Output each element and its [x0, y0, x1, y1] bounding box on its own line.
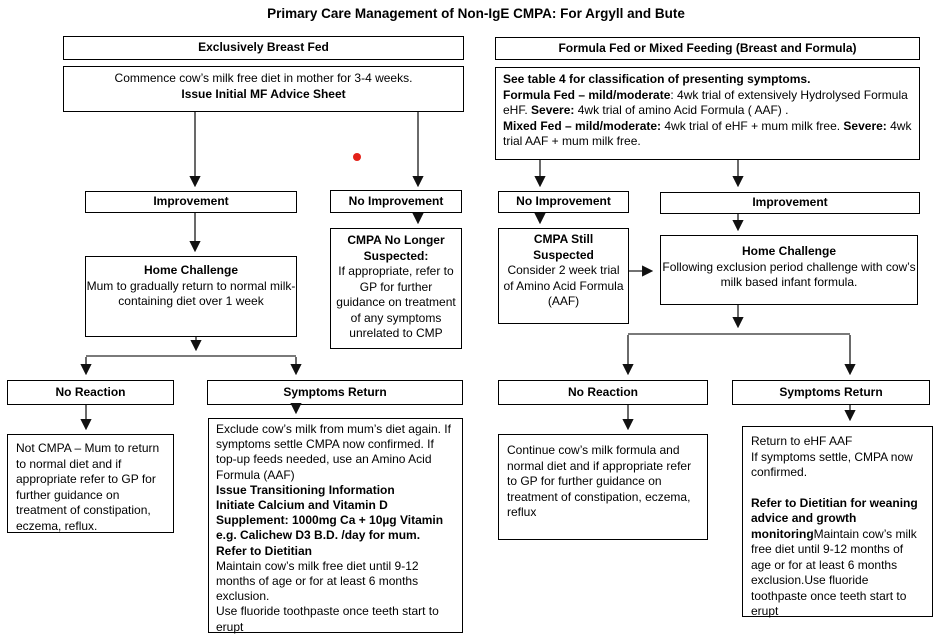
blank-line	[751, 481, 924, 496]
exclude-b2: Initiate Calcium and Vitamin D Supplemen…	[216, 498, 444, 543]
node-return-to-ehf: Return to eHF AAF If symptoms settle, CM…	[742, 426, 933, 620]
node-commence-milk-free-diet: Commence cow’s milk free diet in mother …	[63, 66, 464, 112]
node-no-improvement-right: No Improvement	[498, 191, 629, 213]
classification-line1: See table 4 for classification of presen…	[503, 72, 811, 86]
cmpa-still-title: CMPA Still Suspected	[533, 232, 594, 262]
node-exclusively-breast-fed: Exclusively Breast Fed	[63, 36, 464, 60]
home-challenge-right-title: Home Challenge	[741, 244, 837, 258]
node-exclude-cows-milk: Exclude cow’s milk from mum’s diet again…	[208, 418, 463, 634]
classification-l2-bold2: Severe:	[531, 103, 575, 117]
classification-l3-reg2: 4wk trial AAF + mum milk free.	[503, 118, 912, 149]
cmpa-still-body: Consider 2 week trial of Amino Acid Form…	[503, 263, 624, 308]
commence-line1: Commence cow’s milk free diet in mother …	[114, 71, 413, 85]
node-continue-formula: Continue cow’s milk formula and normal d…	[498, 434, 708, 540]
classification-l2-reg1: : 4wk trial of extensively Hydrolysed Fo…	[503, 87, 908, 118]
home-challenge-left-body: Mum to gradually return to normal milk-c…	[86, 278, 296, 309]
exclude-p2: Maintain cow’s milk free diet until 9-12…	[216, 558, 419, 604]
node-no-reaction-left: No Reaction	[7, 380, 174, 405]
classification-l3-reg1: 4wk trial of eHF + mum milk free.	[661, 118, 844, 133]
node-home-challenge-right: Home Challenge Following exclusion perio…	[660, 235, 918, 305]
node-symptoms-return-left: Symptoms Return	[207, 380, 463, 405]
red-dot-marker	[353, 153, 361, 161]
commence-line2: Issue Initial MF Advice Sheet	[181, 86, 346, 101]
node-cmpa-still-suspected: CMPA Still Suspected Consider 2 week tri…	[498, 228, 629, 324]
exclude-b1: Issue Transitioning Information	[216, 482, 395, 497]
home-challenge-right-body: Following exclusion period challenge wit…	[662, 259, 916, 290]
return-p2: If symptoms settle, CMPA now confirmed.	[751, 449, 913, 480]
node-improvement-left: Improvement	[85, 191, 297, 213]
node-cmpa-no-longer-suspected: CMPA No Longer Suspected: If appropriate…	[330, 228, 462, 349]
classification-l3-bold1: Mixed Fed – mild/moderate:	[503, 118, 662, 133]
node-no-reaction-right: No Reaction	[498, 380, 708, 405]
home-challenge-left-title: Home Challenge	[143, 263, 239, 277]
node-improvement-right: Improvement	[660, 192, 920, 214]
node-see-table-4: See table 4 for classification of presen…	[495, 67, 920, 160]
exclude-p1: Exclude cow’s milk from mum’s diet again…	[216, 422, 451, 482]
cmpa-no-longer-body: If appropriate, refer to GP for further …	[336, 264, 456, 340]
return-p1: Return to eHF AAF	[751, 434, 853, 448]
cmpa-no-longer-title: CMPA No Longer Suspected:	[347, 233, 445, 263]
classification-l2-reg2: 4wk trial of amino Acid Formula ( AAF) .	[574, 103, 789, 117]
page-title: Primary Care Management of Non-IgE CMPA:…	[267, 6, 685, 21]
node-home-challenge-left: Home Challenge Mum to gradually return t…	[85, 256, 297, 337]
node-symptoms-return-right: Symptoms Return	[732, 380, 930, 405]
exclude-b3: Refer to Dietitian	[216, 543, 313, 558]
classification-line2: Formula Fed – mild/moderate: 4wk trial o…	[503, 88, 912, 119]
classification-l3-bold2: Severe:	[843, 118, 887, 133]
exclude-p3: Use fluoride toothpaste once teeth start…	[216, 604, 439, 634]
node-not-cmpa: Not CMPA – Mum to return to normal diet …	[7, 434, 174, 533]
node-formula-fed-header: Formula Fed or Mixed Feeding (Breast and…	[495, 37, 920, 60]
return-reg3: Maintain cow’s milk free diet until 9-12…	[751, 526, 917, 619]
node-no-improvement-left: No Improvement	[330, 190, 462, 213]
classification-l2-bold1: Formula Fed – mild/moderate	[503, 87, 671, 102]
return-mixed: Refer to Dietitian for weaning advice an…	[751, 496, 924, 620]
return-bold1: Refer to Dietitian for weaning advice an…	[751, 495, 918, 541]
classification-line3: Mixed Fed – mild/moderate: 4wk trial of …	[503, 119, 912, 150]
